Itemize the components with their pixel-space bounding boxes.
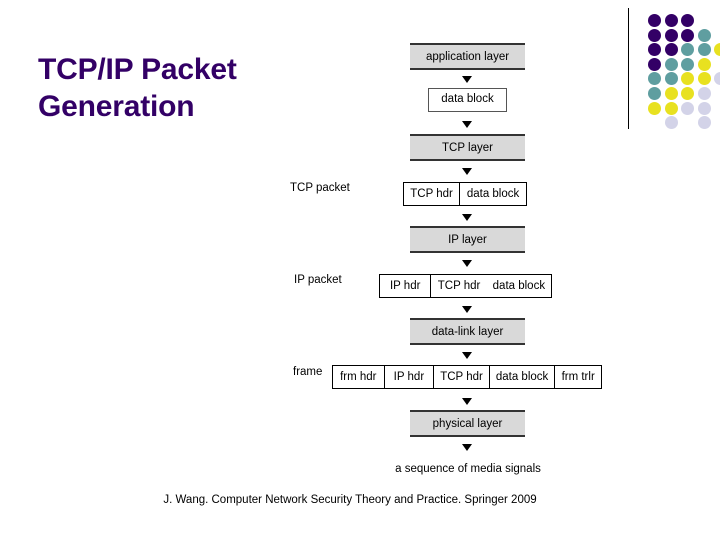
decorative-dot-grid bbox=[648, 14, 720, 130]
layer-box-tcp: TCP layer bbox=[410, 134, 525, 161]
decorative-dot-purple bbox=[648, 43, 661, 57]
decorative-dot-purple bbox=[648, 14, 661, 27]
arrow-down-icon bbox=[462, 214, 472, 221]
decorative-dot-lavender bbox=[681, 101, 694, 115]
arrow-down-icon bbox=[462, 444, 472, 451]
pdu-row-frame: frm hdr IP hdr TCP hdr data block frm tr… bbox=[332, 365, 602, 389]
tcpip-encapsulation-diagram: application layer data block TCP layer T… bbox=[290, 43, 602, 475]
decorative-dot-yellow bbox=[664, 87, 678, 100]
decorative-dot-teal bbox=[681, 57, 694, 71]
decorative-dot-purple bbox=[664, 28, 678, 42]
decorative-dot-lavender bbox=[697, 101, 711, 115]
decorative-dot-yellow bbox=[648, 101, 661, 115]
layer-box-physical: physical layer bbox=[410, 410, 525, 437]
pdu-cell-data-block: data block bbox=[466, 188, 520, 200]
layer-box-data-link: data-link layer bbox=[410, 318, 525, 345]
pdu-cell-data-block: data block bbox=[492, 280, 546, 292]
decorative-dot-purple bbox=[681, 28, 694, 42]
pdu-cell-tcp-hdr: TCP hdr bbox=[437, 280, 481, 292]
arrow-down-icon bbox=[462, 352, 472, 359]
arrow-down-icon bbox=[462, 76, 472, 83]
decorative-dot-lavender bbox=[664, 116, 678, 130]
decorative-dot-teal bbox=[681, 43, 694, 57]
layer-box-ip: IP layer bbox=[410, 226, 525, 253]
decorative-dot-purple bbox=[664, 43, 678, 57]
decorative-dot-teal bbox=[664, 72, 678, 86]
decorative-dot-lavender bbox=[714, 72, 720, 86]
page-title: TCP/IP Packet Generation bbox=[38, 53, 237, 123]
label-ip-packet: IP packet bbox=[294, 274, 342, 286]
pdu-cell-frm-trlr: frm trlr bbox=[561, 371, 595, 383]
pdu-cell-ip-hdr: IP hdr bbox=[380, 275, 432, 297]
decorative-dot-purple bbox=[681, 14, 694, 27]
decorative-dot-yellow bbox=[681, 87, 694, 100]
decorative-dot-teal bbox=[648, 87, 661, 100]
decorative-dot-teal bbox=[648, 72, 661, 86]
decorative-dot-yellow bbox=[714, 43, 720, 57]
decorative-dot-lavender bbox=[697, 116, 711, 130]
arrow-down-icon bbox=[462, 398, 472, 405]
decorative-dot-teal bbox=[697, 28, 711, 42]
pdu-cell-ip-hdr: IP hdr bbox=[385, 366, 435, 388]
arrow-down-icon bbox=[462, 306, 472, 313]
decorative-dot-purple bbox=[664, 14, 678, 27]
decorative-dot-yellow bbox=[697, 57, 711, 71]
pdu-cell-frm-hdr: frm hdr bbox=[333, 366, 385, 388]
label-tcp-packet: TCP packet bbox=[290, 182, 350, 194]
decorative-vertical-rule bbox=[628, 8, 629, 129]
pdu-cell-tcp-hdr: TCP hdr bbox=[434, 366, 490, 388]
decorative-dot-yellow bbox=[697, 72, 711, 86]
decorative-dot-yellow bbox=[664, 101, 678, 115]
decorative-dot-teal bbox=[664, 57, 678, 71]
pdu-cell-tcp-hdr: TCP hdr bbox=[404, 183, 461, 205]
arrow-down-icon bbox=[462, 121, 472, 128]
pdu-row-ip-packet: IP hdr TCP hdr data block bbox=[379, 274, 552, 298]
decorative-dot-teal bbox=[697, 43, 711, 57]
label-media-signals: a sequence of media signals bbox=[395, 463, 541, 475]
footer-citation: J. Wang. Computer Network Security Theor… bbox=[163, 494, 537, 506]
arrow-down-icon bbox=[462, 260, 472, 267]
decorative-dot-lavender bbox=[697, 87, 711, 100]
arrow-down-icon bbox=[462, 168, 472, 175]
pdu-cell-data-block: data block bbox=[490, 366, 556, 388]
decorative-dot-purple bbox=[648, 28, 661, 42]
box-data-block: data block bbox=[428, 88, 507, 112]
pdu-row-tcp-packet: TCP hdr data block bbox=[403, 182, 527, 206]
decorative-dot-purple bbox=[648, 57, 661, 71]
layer-box-application: application layer bbox=[410, 43, 525, 70]
decorative-dot-yellow bbox=[681, 72, 694, 86]
label-frame: frame bbox=[293, 366, 323, 378]
